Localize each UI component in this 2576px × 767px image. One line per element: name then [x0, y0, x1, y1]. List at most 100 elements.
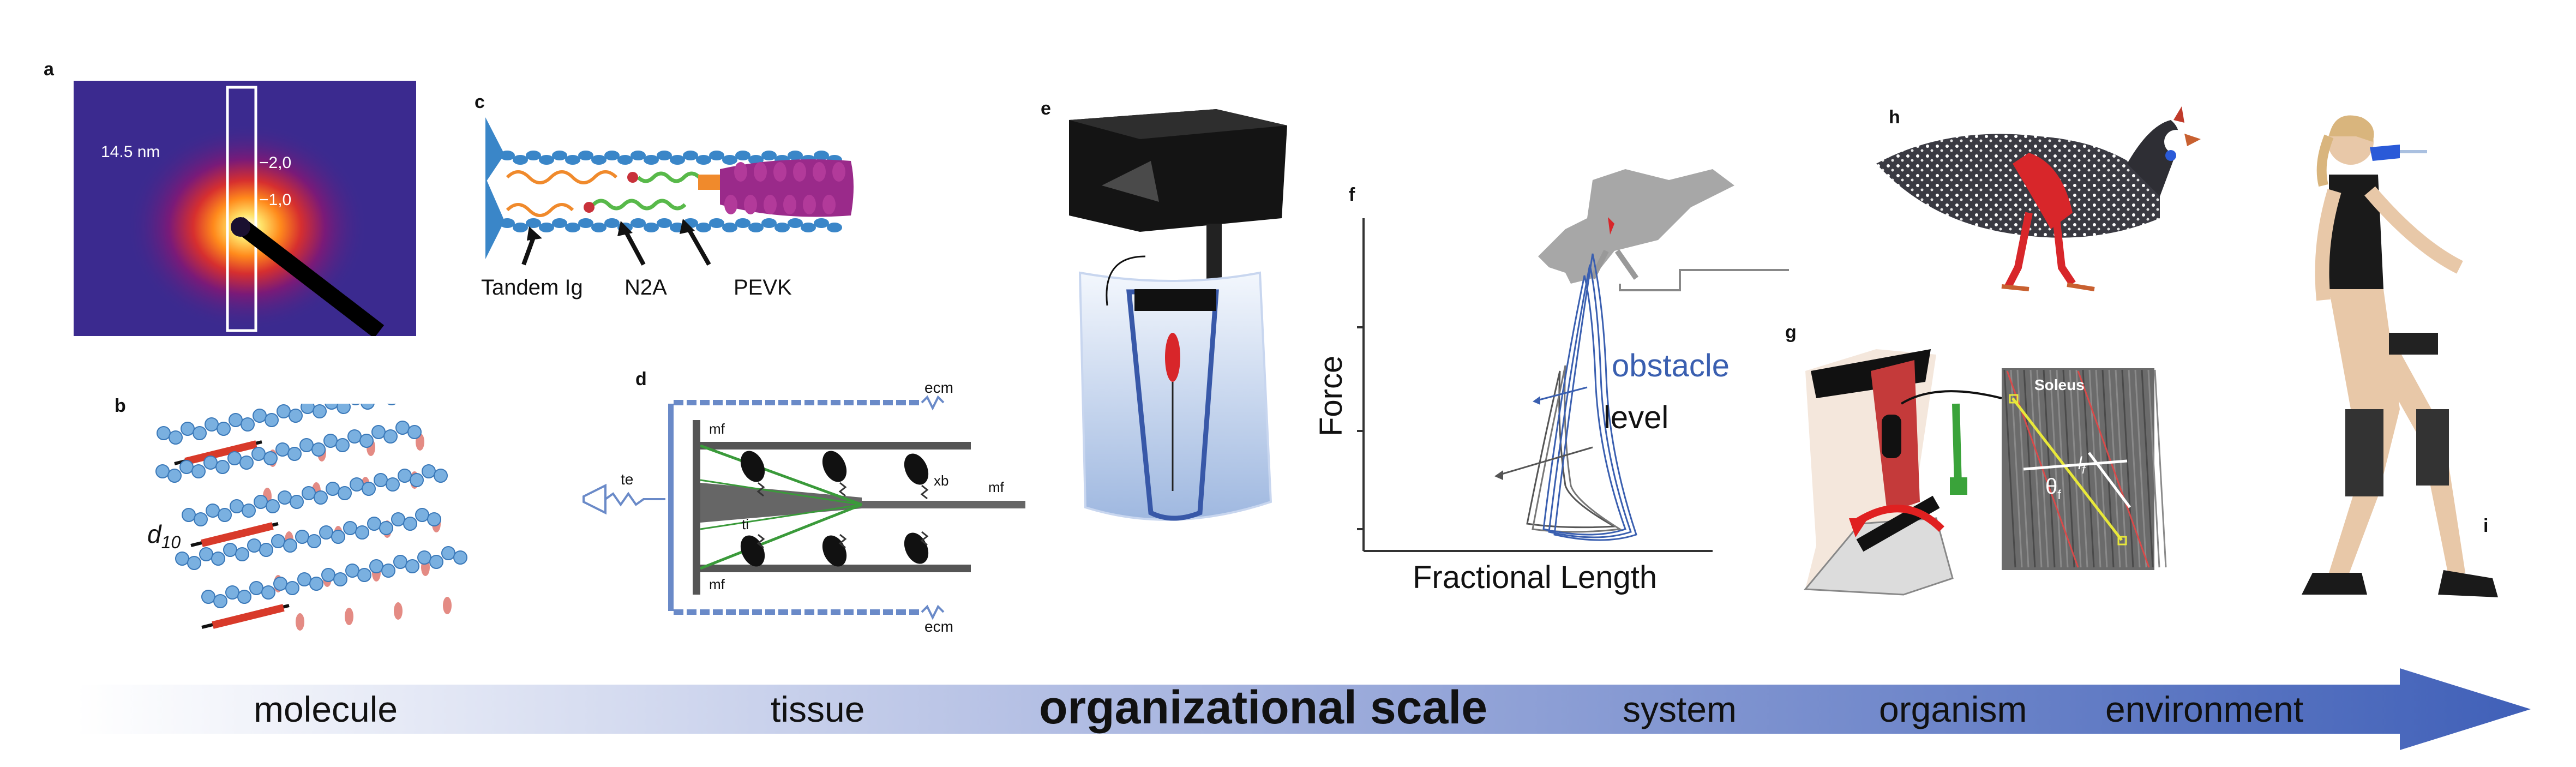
fascicle-length-label: lf	[2078, 453, 2087, 476]
actin-bead	[182, 508, 196, 522]
actin-bead	[235, 547, 249, 561]
actin-monomer	[814, 151, 829, 160]
te-label: te	[621, 471, 633, 488]
actin-bead	[181, 422, 195, 436]
actin-bead	[359, 434, 374, 448]
actin-bead	[355, 525, 369, 540]
actin-bead	[321, 568, 335, 582]
actin-monomer	[709, 151, 724, 160]
actin-bead	[369, 559, 383, 573]
actin-bead	[205, 417, 219, 432]
work-loop-trace	[1553, 253, 1637, 541]
myosin-head	[734, 162, 747, 182]
actin-bead	[407, 425, 422, 439]
work-loop-trace	[1548, 264, 1632, 538]
panel-label-g: g	[1785, 322, 1797, 343]
actin-bead	[381, 564, 395, 578]
ultrasound-striation	[2154, 369, 2167, 568]
actin-monomer	[552, 218, 567, 228]
scale-level-environment: environment	[2105, 689, 2304, 729]
actin-bead	[287, 447, 302, 461]
actin-bead	[199, 547, 213, 561]
actin-monomer	[774, 223, 790, 232]
myosin-head	[296, 613, 304, 631]
actin-monomer	[644, 223, 659, 232]
myosin-backbone	[212, 604, 285, 629]
actin-bead	[193, 426, 207, 440]
spacing-label: 14.5 nm	[101, 143, 160, 161]
myosin-backbone	[201, 522, 274, 547]
actin-monomer	[500, 151, 515, 160]
actin-bead	[410, 473, 424, 487]
ultrasound-striation	[2121, 369, 2134, 568]
actin-bead	[179, 460, 194, 474]
actin-bead	[191, 464, 206, 478]
actin-bead	[299, 438, 314, 452]
actin-bead	[314, 490, 328, 505]
actin-bead	[343, 521, 357, 535]
myosin-backbone	[184, 440, 257, 465]
guinea-fowl-illustration	[1865, 104, 2236, 311]
ultrasound-striation	[2115, 369, 2128, 568]
scale-level-organism: organism	[1879, 689, 2027, 729]
actin-bead	[175, 552, 189, 566]
scale-level-tissue: tissue	[771, 689, 865, 729]
reflection-2-label: −2,0	[259, 154, 291, 172]
actin-bead	[237, 590, 251, 604]
aponeurosis-line	[2006, 370, 2079, 568]
actin-monomer	[722, 155, 737, 165]
myosin-head	[744, 195, 757, 214]
crossbridge-spring	[838, 534, 847, 549]
actin-monomer	[539, 155, 554, 165]
actin-bead	[271, 534, 285, 548]
actin-bead	[297, 572, 311, 586]
crossbridge-spring	[756, 482, 765, 497]
tandem-ig-label: Tandem Ig	[481, 275, 583, 299]
actin-bead	[398, 469, 412, 483]
myosin-head	[754, 162, 767, 182]
actin-bead	[415, 508, 429, 522]
soleus-label: Soleus	[2034, 376, 2085, 393]
ultrasound-striation	[2088, 369, 2101, 568]
actin-bead	[307, 534, 321, 548]
actin-monomer	[748, 223, 764, 232]
actin-bead	[157, 426, 171, 440]
actin-bead	[453, 550, 467, 565]
actin-bead	[273, 577, 287, 591]
actin-monomer	[631, 151, 646, 160]
panel-label-a: a	[44, 59, 54, 80]
actin-monomer	[814, 218, 829, 228]
reflection-1-label: −1,0	[259, 191, 291, 209]
actin-monomer	[761, 151, 777, 160]
actin-bead	[290, 495, 304, 509]
panel-label-f: f	[1349, 184, 1355, 205]
ecm-top-label: ecm	[924, 379, 953, 396]
ultrasound-striation	[2147, 369, 2160, 568]
actin-monomer	[500, 218, 515, 228]
actin-bead	[259, 543, 273, 557]
actin-monomer	[761, 218, 777, 228]
actin-bead	[367, 517, 381, 531]
actin-bead	[313, 404, 327, 418]
lattice-spacing-label: d10	[147, 520, 181, 552]
myosin-head	[773, 162, 786, 182]
filament-lattice-illustration: d10	[147, 382, 496, 633]
actin-bead	[379, 521, 393, 535]
actin-bead	[386, 477, 400, 492]
actin-bead	[361, 396, 375, 410]
myosin-head	[724, 195, 737, 214]
actin-bead	[227, 451, 242, 465]
panel-label-d: d	[635, 369, 647, 390]
actin-bead	[301, 400, 315, 414]
actin-bead	[371, 425, 386, 439]
actin-bead	[345, 564, 359, 578]
pevk-label: PEVK	[734, 275, 792, 299]
actin-bead	[427, 512, 441, 526]
pennation-angle-label: θf	[2045, 475, 2061, 502]
myosin-head	[345, 608, 353, 625]
work-loop-trace	[1526, 370, 1618, 529]
aponeurosis-line	[2077, 370, 2150, 568]
actin-bead	[357, 568, 371, 582]
actin-bead	[239, 456, 254, 470]
y-axis-label: Force	[1313, 356, 1349, 436]
